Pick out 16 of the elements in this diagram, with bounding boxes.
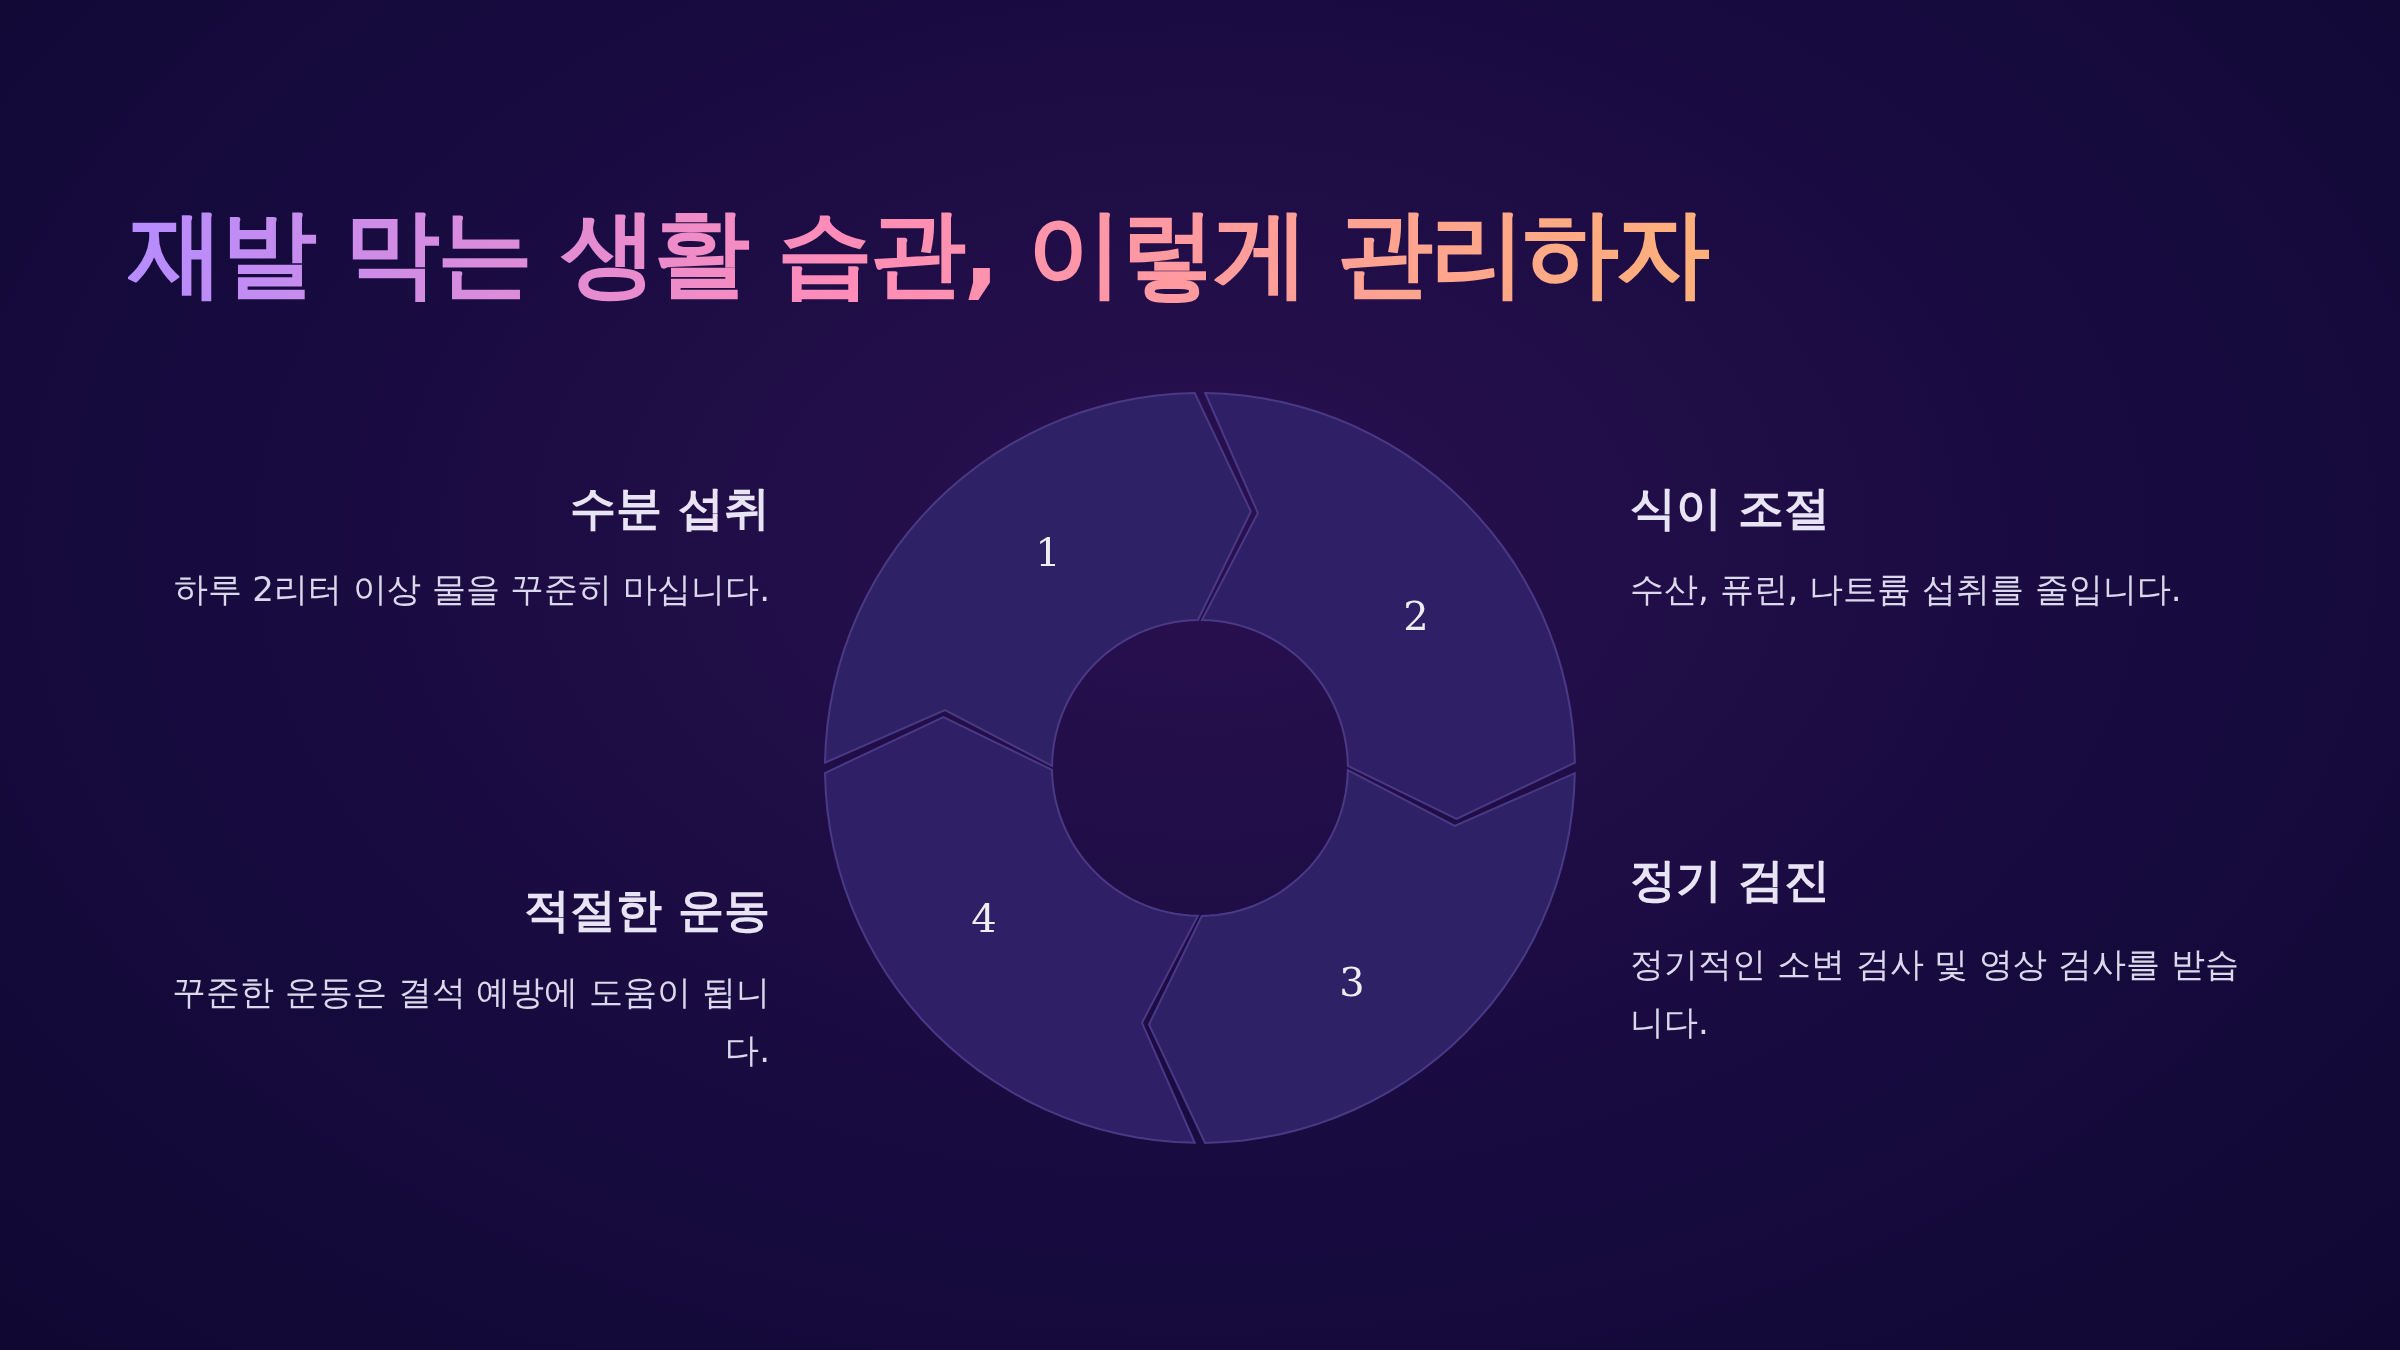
- step-number: 2: [1403, 593, 1429, 639]
- step-description: 하루 2리터 이상 물을 꾸준히 마십니다.: [172, 568, 770, 611]
- step-heading: 수분 섭취: [570, 480, 770, 537]
- ring-segment: [1202, 393, 1575, 819]
- step-number: 4: [971, 895, 997, 941]
- ring-segment: [1149, 770, 1575, 1143]
- ring-segment: [825, 717, 1198, 1143]
- step-heading: 식이 조절: [1630, 480, 1830, 537]
- step-description: 정기적인 소변 검사 및 영상 검사를 받습니다.: [1630, 943, 2240, 1044]
- step-description: 수산, 퓨린, 나트륨 섭취를 줄입니다.: [1630, 568, 2183, 611]
- step-number: 1: [1035, 529, 1061, 575]
- step-heading: 적절한 운동: [524, 882, 770, 939]
- step-description: 꾸준한 운동은 결석 예방에 도움이 됩니다.: [170, 971, 770, 1072]
- step-number: 3: [1339, 959, 1365, 1005]
- ring-segment: [825, 393, 1251, 766]
- step-heading: 정기 검진: [1630, 852, 1830, 909]
